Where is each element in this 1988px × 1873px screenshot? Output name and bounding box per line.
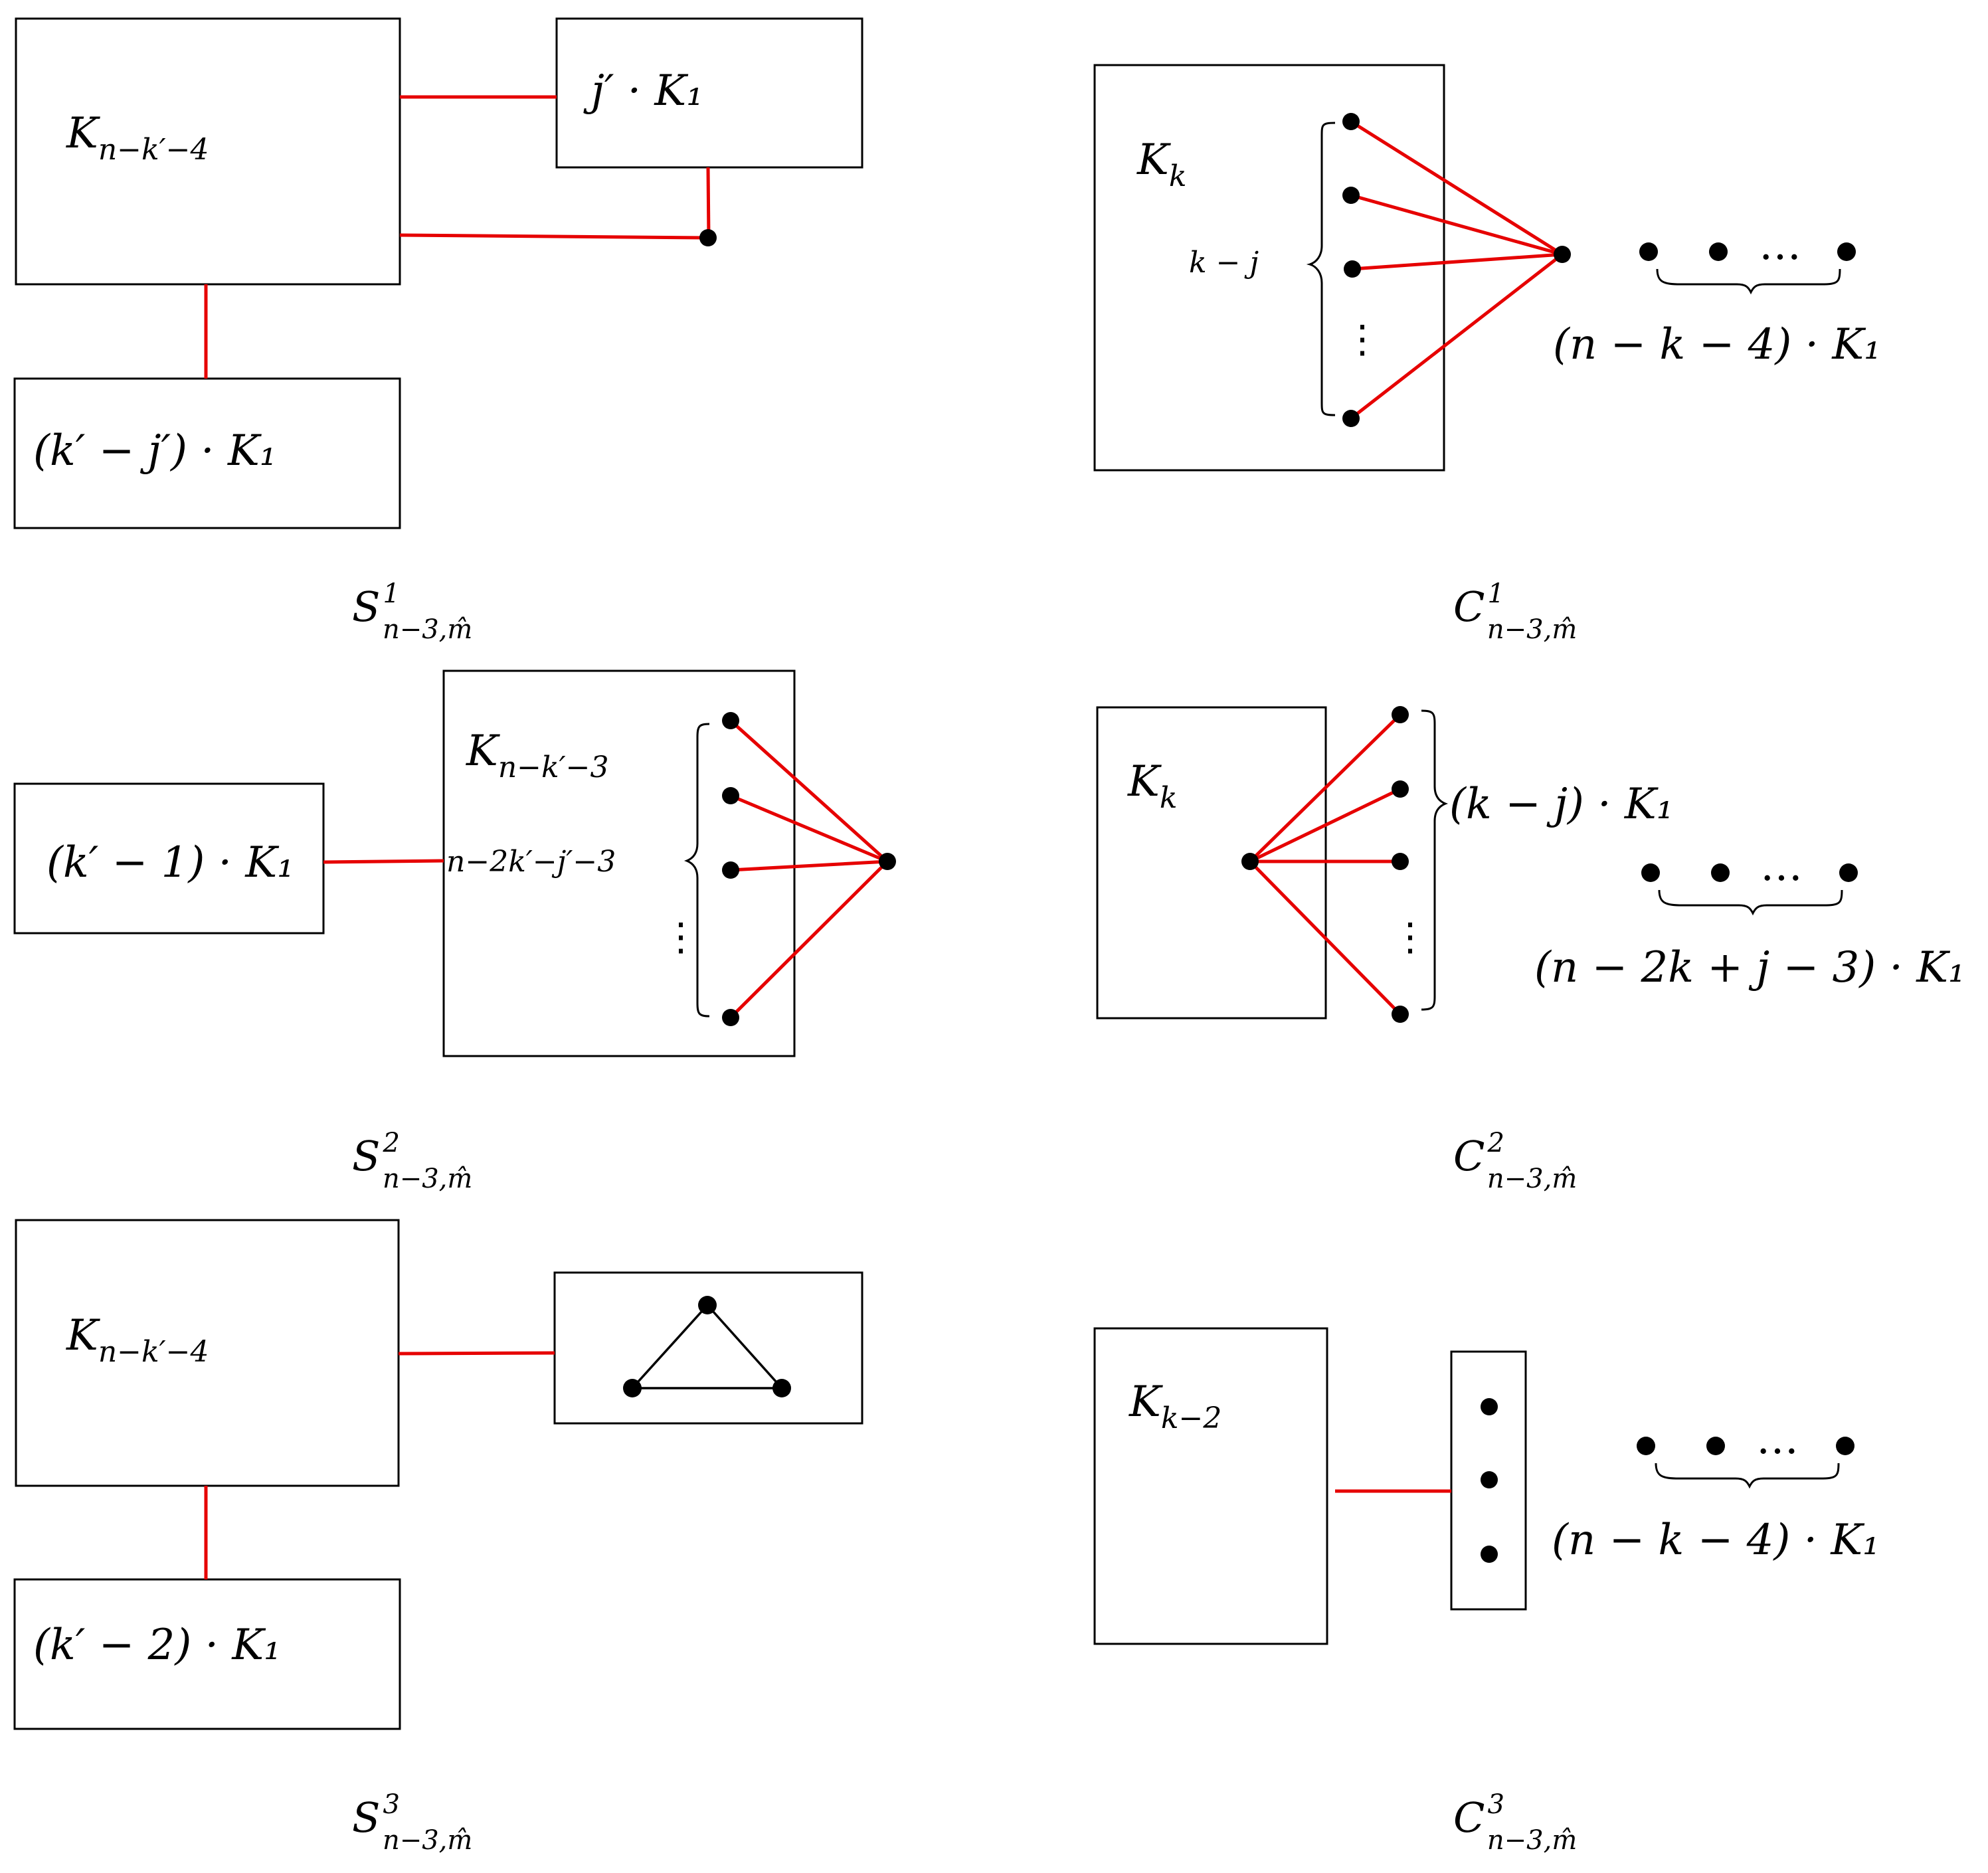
- c1-brace-label: k − j: [1189, 246, 1259, 280]
- s2-edge-left: [323, 859, 444, 864]
- s2-brace: [683, 723, 710, 1018]
- c2-edge: [1249, 787, 1401, 863]
- c1-underbrace: [1656, 268, 1841, 295]
- c3-dots: …: [1756, 1415, 1799, 1464]
- c2-edge: [1249, 860, 1401, 1016]
- c1-label-complete: Kk: [1136, 135, 1186, 193]
- s2-label-complete: Kn−k′−3: [466, 727, 609, 784]
- s2-vertex: [722, 712, 739, 729]
- c2-isolated-vertex: [1839, 863, 1858, 882]
- c3-isolated-vertex: [1637, 1437, 1655, 1455]
- s3-triangle-vertex: [772, 1379, 791, 1397]
- c1-brace: [1306, 122, 1336, 416]
- c2-isolated-label: (n − 2k + j − 3) · K₁: [1534, 943, 1965, 992]
- c1-isolated-vertex: [1837, 242, 1856, 261]
- s1-box-complete: [15, 17, 401, 286]
- c1-hub-vertex: [1554, 246, 1571, 263]
- c3-box-vertex: [1481, 1398, 1498, 1415]
- s2-edge: [729, 860, 889, 1019]
- s1-edge-top-to-vertex: [706, 167, 711, 238]
- c1-isolated-vertex: [1709, 242, 1728, 261]
- c2-isolated-vertex: [1641, 863, 1660, 882]
- c2-vertex: [1392, 706, 1409, 723]
- s2-box-complete: [442, 669, 796, 1057]
- s3-edge-to-triangle: [398, 1351, 555, 1356]
- c2-dots: …: [1760, 842, 1803, 891]
- c1-edge: [1352, 252, 1563, 271]
- c2-vertex: [1392, 780, 1409, 798]
- c2-edge: [1249, 713, 1401, 863]
- c3-box-vertex: [1481, 1471, 1498, 1488]
- c2-vertex: [1392, 853, 1409, 870]
- s2-edge: [729, 719, 889, 863]
- c2-brace-label: (k − j) · K₁: [1449, 780, 1673, 829]
- s3-label-bottom: (k′ − 2) · K₁: [33, 1621, 281, 1670]
- c3-isolated-vertex: [1706, 1437, 1725, 1455]
- s1-label-complete: Kn−k′−4: [66, 109, 209, 167]
- s1-label-top: j′ · K₁: [583, 66, 703, 116]
- s3-label-complete: Kn−k′−4: [66, 1311, 209, 1369]
- c1-vertex: [1342, 410, 1360, 427]
- s2-hub-vertex: [879, 853, 896, 870]
- c1-vertex: [1344, 260, 1361, 278]
- c2-brace: [1421, 709, 1449, 1011]
- c1-dots: …: [1759, 221, 1801, 270]
- s2-box-left: [13, 782, 325, 935]
- c1-box-complete: [1093, 64, 1445, 472]
- c3-box-vertex: [1481, 1546, 1498, 1563]
- panel-c2: ⋮ … Kk (k − j) · K₁ (n − 2k + j − 3) · K…: [1096, 706, 1965, 1194]
- c2-isolated-vertex: [1711, 863, 1730, 882]
- s2-edge: [730, 859, 888, 872]
- s1-label-bottom: (k′ − j′) · K₁: [33, 426, 276, 476]
- s1-edge-to-vertex: [399, 233, 709, 240]
- s2-vertex: [722, 787, 739, 804]
- s2-vdots: ⋮: [662, 914, 700, 959]
- s3-triangle: [630, 1303, 784, 1389]
- c1-isolated-label: (n − k − 4) · K₁: [1553, 320, 1881, 369]
- s2-edge: [730, 794, 888, 863]
- s1-vertex: [699, 229, 717, 246]
- s3-box-triangle: [553, 1271, 863, 1425]
- s3-triangle-vertex: [623, 1379, 642, 1397]
- c3-isolated-vertex: [1836, 1437, 1854, 1455]
- c1-isolated-vertex: [1639, 242, 1658, 261]
- s2-brace-label: n−2k′−j′−3: [446, 845, 616, 879]
- s3-triangle-vertex: [698, 1296, 717, 1314]
- c1-edge: [1350, 253, 1564, 420]
- c2-label-complete: Kk: [1127, 757, 1177, 815]
- c1-vdots: ⋮: [1343, 316, 1382, 361]
- c2-vdots: ⋮: [1391, 914, 1429, 959]
- s2-label-left: (k′ − 1) · K₁: [46, 838, 294, 887]
- s2-vertex: [722, 1009, 739, 1026]
- c3-box-vertices: [1450, 1350, 1527, 1611]
- c3-underbrace: [1655, 1463, 1840, 1489]
- c1-vertex: [1342, 113, 1360, 130]
- c3-isolated-label: (n − k − 4) · K₁: [1552, 1516, 1880, 1565]
- c3-box-complete: [1093, 1327, 1328, 1645]
- c2-underbrace: [1658, 889, 1843, 916]
- c1-edge: [1350, 193, 1563, 256]
- c1-edge: [1350, 120, 1564, 256]
- c2-vertex: [1392, 1006, 1409, 1023]
- s2-vertex: [722, 861, 739, 879]
- c1-vertex: [1342, 187, 1360, 204]
- c2-hub-vertex: [1241, 853, 1259, 870]
- c3-label-complete: Kk−2: [1129, 1378, 1221, 1435]
